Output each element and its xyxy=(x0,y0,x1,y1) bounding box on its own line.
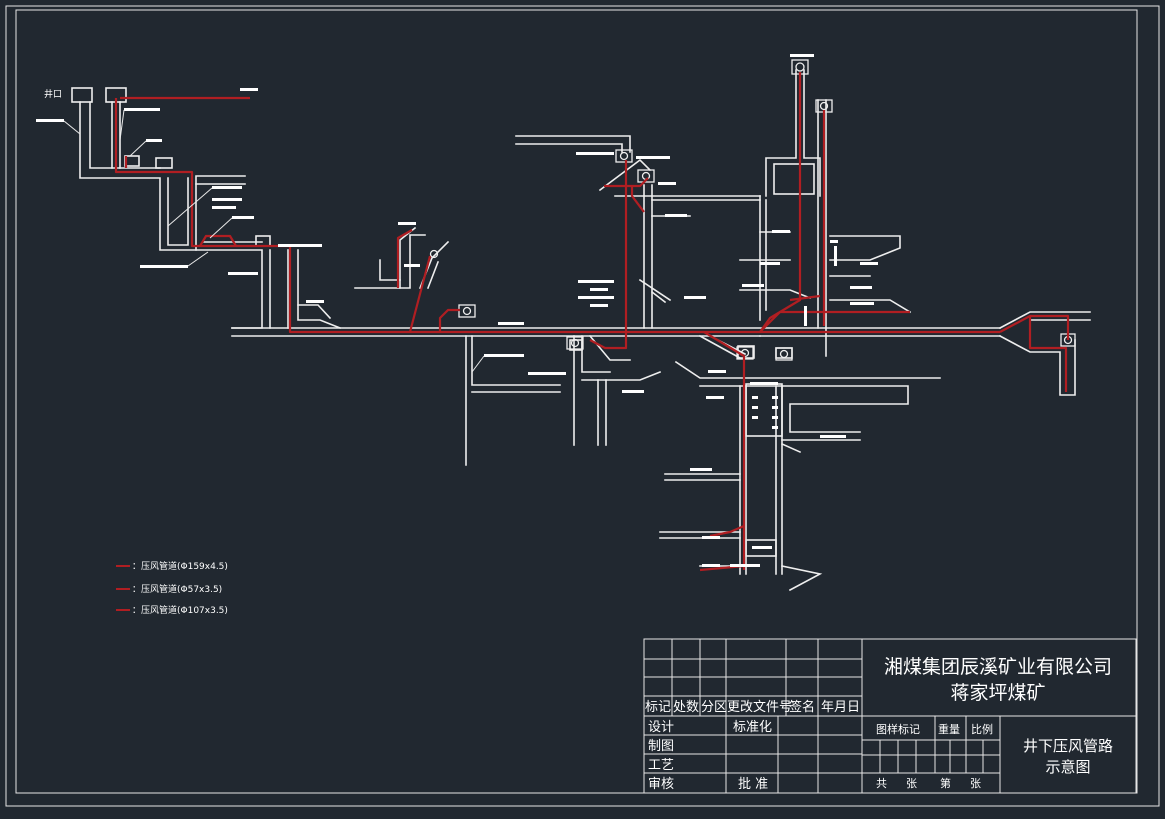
shaft-label: 井口 xyxy=(44,88,62,100)
header-count: 处数 xyxy=(673,700,699,715)
legend-label-3: ：压风管道(Φ107x3.5) xyxy=(132,604,228,616)
mine-name: 蒋家坪煤矿 xyxy=(950,682,1045,704)
annotation-labels xyxy=(36,54,878,567)
header-signature: 签名 xyxy=(789,699,815,715)
header-mark: 标记 xyxy=(645,700,671,715)
stage-mark-label: 图样标记 xyxy=(876,722,920,736)
scale-label: 比例 xyxy=(971,722,993,736)
inner-frame xyxy=(15,9,1138,794)
drawing-title-line1: 井下压风管路 xyxy=(1023,737,1113,755)
fan-symbols xyxy=(429,59,1076,361)
header-date: 年月日 xyxy=(821,700,860,715)
company-name: 湘煤集团辰溪矿业有限公司 xyxy=(884,656,1112,678)
legend-label-2: ：压风管道(Φ57x3.5) xyxy=(132,583,222,595)
row-review: 审核 xyxy=(648,777,674,792)
legend-label-1: ：压风管道(Φ159x4.5) xyxy=(132,560,228,572)
outer-frame xyxy=(5,5,1160,807)
row-process: 工艺 xyxy=(648,758,674,773)
drawing-title-line2: 示意图 xyxy=(1045,758,1090,776)
header-zone: 分区 xyxy=(701,700,727,715)
approval-label: 批 准 xyxy=(738,777,768,792)
row-design: 设计 xyxy=(648,720,674,735)
compressed-air-pipes xyxy=(114,72,1070,572)
sheets-current-prefix: 第 xyxy=(940,776,951,790)
standardization-label: 标准化 xyxy=(733,720,772,735)
legend: ：压风管道(Φ159x4.5) ：压风管道(Φ57x3.5) ：压风管道(Φ10… xyxy=(116,560,228,616)
sheets-total-suffix: 张 xyxy=(906,777,917,790)
tunnel-network xyxy=(71,69,1091,592)
title-block xyxy=(643,638,1137,794)
sheets-current-suffix: 张 xyxy=(970,777,981,790)
header-change-doc: 更改文件号 xyxy=(727,700,792,715)
sheets-total-prefix: 共 xyxy=(876,777,887,790)
row-draw: 制图 xyxy=(648,739,674,754)
weight-label: 重量 xyxy=(938,722,960,736)
